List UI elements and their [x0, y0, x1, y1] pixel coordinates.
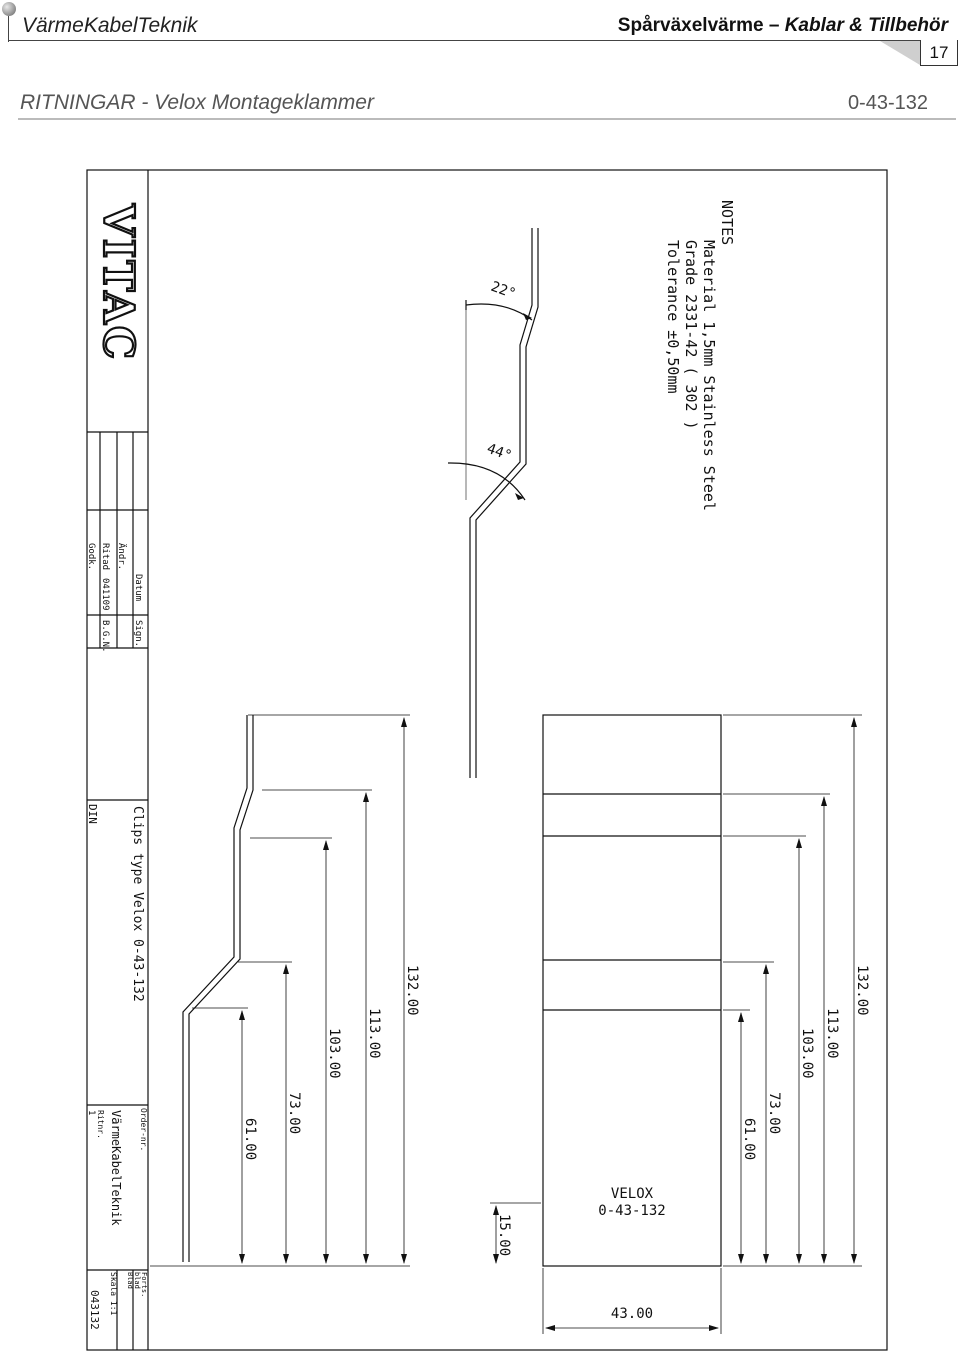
arrowhead	[545, 1325, 555, 1331]
tb-date: 041109	[100, 578, 110, 611]
document-number: 0-43-132	[847, 92, 928, 114]
notes-line-2: Grade 2331-42 ( 302 )	[682, 240, 700, 430]
arrowhead	[363, 1254, 369, 1264]
arrowhead	[821, 1254, 827, 1264]
arrowhead	[239, 1010, 245, 1020]
section-title: Spårväxelvärme – Kablar & Tillbehör	[618, 15, 948, 37]
tb-andr-label: Ändr.	[116, 543, 127, 570]
page-number: 17	[920, 40, 958, 66]
arrowhead	[523, 313, 532, 320]
arrowhead	[709, 1325, 719, 1331]
vitac-logo: VITAC	[94, 203, 143, 361]
arrowhead	[323, 1254, 329, 1264]
tb-ritnr-label: Ritnr.	[96, 1110, 105, 1139]
front-dim-73: 73.00	[766, 1092, 782, 1134]
arrowhead	[283, 964, 289, 974]
arrowhead	[738, 1012, 744, 1022]
tb-ritnr: 1	[86, 1110, 96, 1115]
clip-profile-upper-inner	[475, 228, 539, 778]
arrowhead	[796, 838, 802, 848]
tb-forts-label: Forts.	[140, 1272, 148, 1297]
side-dim-113: 113.00	[366, 1008, 382, 1059]
side-dim-103: 103.00	[326, 1028, 342, 1079]
subtitle-rule	[18, 118, 956, 120]
arrowhead	[851, 1254, 857, 1264]
arrowhead	[821, 796, 827, 806]
arrowhead	[401, 1254, 407, 1264]
arrowhead	[493, 1254, 499, 1264]
arrowhead	[401, 717, 407, 727]
part-label-number: 0-43-132	[598, 1203, 665, 1219]
notes-line-1: Material 1,5mm Stainless Steel	[700, 240, 718, 511]
front-dim-103: 103.00	[799, 1028, 815, 1079]
notes-title: NOTES	[718, 200, 736, 245]
front-dim-61: 61.00	[741, 1118, 757, 1160]
arrowhead	[283, 1254, 289, 1264]
arrowhead	[363, 792, 369, 802]
tb-sign-label: Sign.	[133, 620, 143, 647]
tb-drawing-no: 043132	[88, 1290, 101, 1330]
clip-front-view	[542, 714, 722, 1267]
angle-label-22: 22°	[489, 279, 518, 303]
arrowhead	[239, 1254, 245, 1264]
arrowhead	[493, 1205, 499, 1215]
page-tab-wedge	[880, 41, 920, 65]
notes-line-3: Tolerance ±0,50mm	[664, 240, 682, 394]
clip-profile-upper	[469, 228, 533, 778]
arrowhead	[323, 840, 329, 850]
arrowhead	[851, 717, 857, 727]
side-dim-132: 132.00	[404, 965, 420, 1016]
clip-profile-lower-inner	[188, 715, 254, 1262]
width-dim: 43.00	[611, 1306, 653, 1322]
header-rule	[8, 40, 956, 41]
front-dim-113: 113.00	[824, 1008, 840, 1059]
tb-ritad-label: Ritad	[100, 543, 110, 570]
tb-godk-label: Godk.	[86, 543, 96, 570]
arrowhead	[796, 1254, 802, 1264]
angle-label-44: 44°	[485, 441, 514, 465]
tb-datum-label: Datum	[133, 574, 143, 601]
angle-arc-22	[465, 303, 533, 321]
arrowhead	[763, 964, 769, 974]
tb-blad2-label: Blad	[126, 1272, 134, 1289]
tb-company: VärmeKabelTeknik	[109, 1110, 123, 1226]
brand-name: VärmeKabelTeknik	[22, 14, 198, 37]
offset-dim: 15.00	[496, 1214, 512, 1256]
front-dim-132: 132.00	[854, 965, 870, 1016]
tb-din: DIN	[86, 804, 99, 824]
tb-skala: Skala 1:1	[109, 1272, 118, 1316]
page-header: VärmeKabelTeknik Spårväxelvärme – Kablar…	[0, 0, 960, 130]
side-dim-73: 73.00	[286, 1092, 302, 1134]
arrowhead	[763, 1254, 769, 1264]
tb-description: Clips type Velox 0-43-132	[130, 806, 145, 1002]
section-title-main: Spårväxelvärme –	[617, 15, 785, 36]
page-subtitle: RITNINGAR - Velox Montageklammer	[20, 91, 374, 114]
arrowhead	[515, 493, 524, 500]
part-label-name: VELOX	[611, 1186, 654, 1202]
tb-blad1-label: blad	[133, 1272, 141, 1289]
tb-initials: B.G.N.	[100, 620, 110, 653]
side-dim-61: 61.00	[242, 1118, 258, 1160]
section-title-italic: Kablar & Tillbehör	[784, 15, 948, 36]
tb-order-label: Order-nr.	[139, 1108, 148, 1151]
header-tick	[8, 16, 9, 42]
bullet-icon	[2, 2, 16, 16]
drawing-border	[86, 169, 888, 1351]
arrowhead	[738, 1254, 744, 1264]
angle-arc-44	[447, 462, 526, 501]
clip-profile-lower	[182, 715, 248, 1262]
